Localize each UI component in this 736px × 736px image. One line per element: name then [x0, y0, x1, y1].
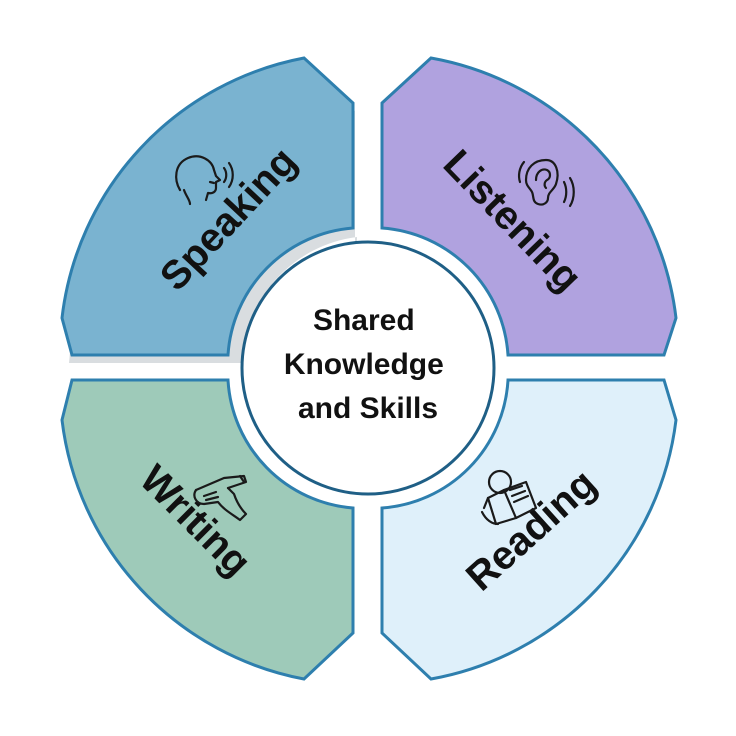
center-line-2: Knowledge	[284, 348, 444, 381]
center-circle	[240, 240, 496, 496]
speaking-head-icon	[175, 155, 234, 206]
quadrant-reading	[380, 378, 678, 681]
reading-person-icon	[480, 469, 538, 526]
quadrant-speaking	[60, 56, 355, 357]
ear-icon	[517, 158, 575, 208]
center-line-1: Shared	[313, 304, 415, 337]
center-title: Shared Knowledge and Skills	[284, 304, 452, 425]
center-line-3: and Skills	[298, 392, 438, 425]
writing-hand-icon	[193, 474, 248, 522]
quadrant-listening	[380, 56, 678, 357]
quadrant-writing	[60, 378, 355, 681]
